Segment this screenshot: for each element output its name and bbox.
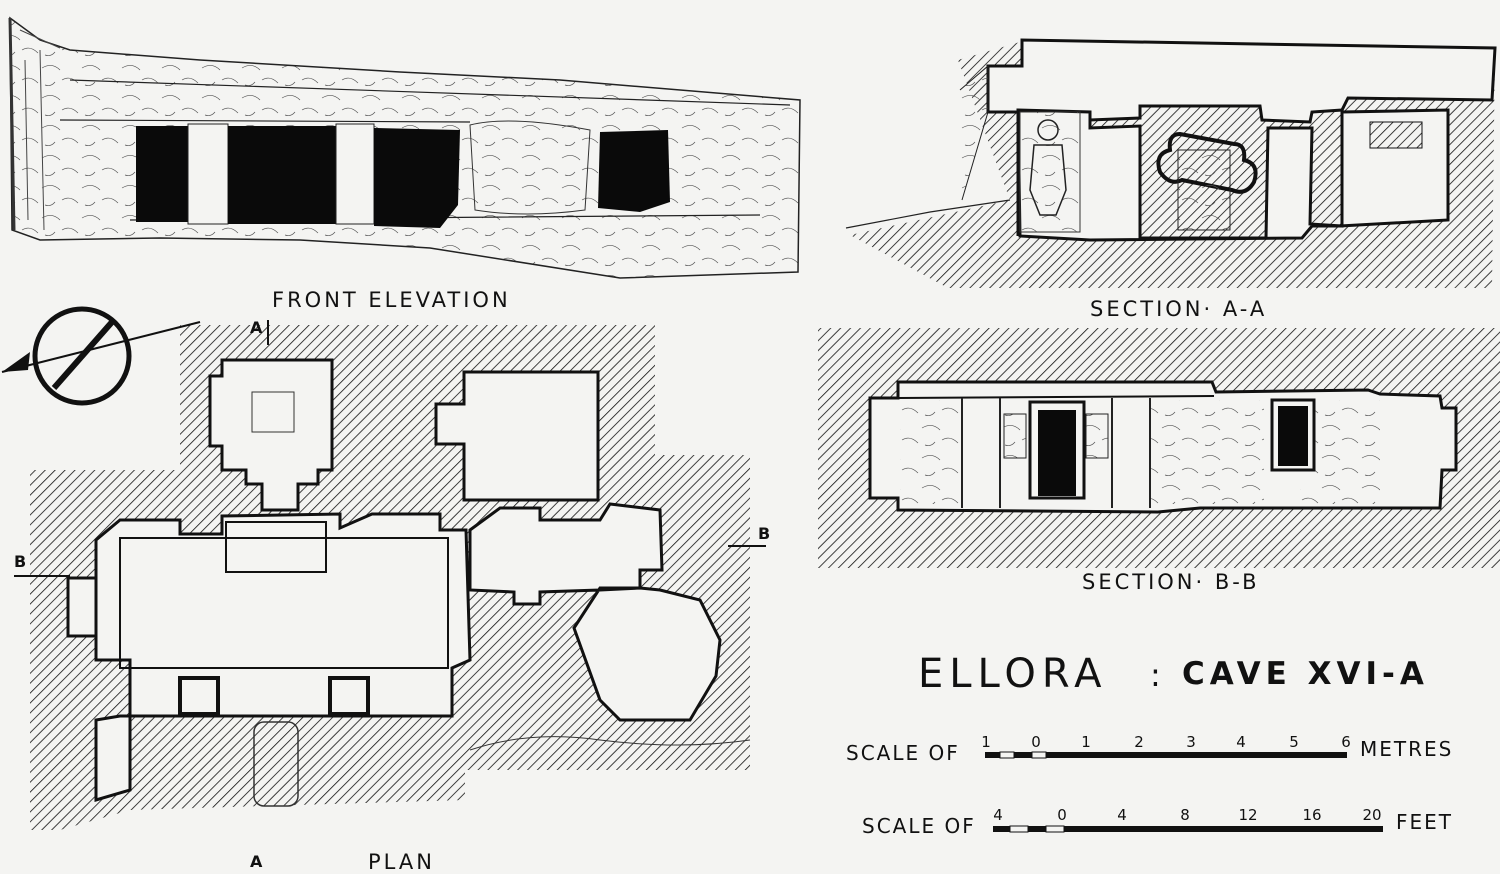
section-bb-label: SECTION· B-B xyxy=(1082,570,1260,594)
plan-drawing xyxy=(14,320,766,830)
guardian-figure-icon xyxy=(1037,119,1059,141)
section-bb-drawing xyxy=(818,328,1500,568)
plan-pillar-1 xyxy=(178,676,220,716)
elevation-opening-2 xyxy=(228,126,336,224)
scale-feet-tick: 12 xyxy=(1238,806,1258,824)
front-elevation-drawing xyxy=(8,16,801,279)
scale-metres-suffix: METRES xyxy=(1360,737,1454,761)
scale-metres-prefix: SCALE OF xyxy=(846,741,960,765)
scale-feet-tick: 4 xyxy=(993,806,1003,824)
scale-feet-tick: 16 xyxy=(1302,806,1322,824)
scale-bar-metres xyxy=(985,751,1347,759)
section-aa-drawing xyxy=(845,38,1497,288)
scale-metres-tick: 2 xyxy=(1134,733,1144,751)
scale-metres-tick: 3 xyxy=(1186,733,1196,751)
title-main: ELLORA xyxy=(918,651,1108,697)
scale-metres-tick: 5 xyxy=(1289,733,1299,751)
north-arrow-icon xyxy=(1,306,201,406)
elevation-opening-4 xyxy=(598,130,670,212)
torana-arch-icon xyxy=(1156,131,1258,194)
elevation-opening-1 xyxy=(136,126,188,222)
plan-pillar-2 xyxy=(328,676,370,716)
scale-metres-tick: 1 xyxy=(981,733,991,751)
scale-feet-tick: 4 xyxy=(1117,806,1127,824)
plan-label: PLAN xyxy=(368,850,435,874)
scale-metres-tick: 6 xyxy=(1341,733,1351,751)
section-mark-b-left: B xyxy=(14,552,27,571)
scale-metres-tick: 4 xyxy=(1236,733,1246,751)
section-aa-label: SECTION· A-A xyxy=(1090,297,1268,321)
scale-feet-tick: 8 xyxy=(1180,806,1190,824)
scale-feet-tick: 0 xyxy=(1057,806,1067,824)
scale-feet-suffix: FEET xyxy=(1396,810,1453,834)
section-mark-a-bottom: A xyxy=(250,852,263,871)
elevation-opening-3 xyxy=(374,128,460,228)
scale-bar-feet xyxy=(993,825,1383,833)
scale-metres-tick: 0 xyxy=(1031,733,1041,751)
title-colon: : xyxy=(1150,656,1161,694)
section-mark-a-top: A xyxy=(250,318,263,337)
scale-metres-tick: 1 xyxy=(1081,733,1091,751)
section-mark-b-right: B xyxy=(758,524,771,543)
title-subtitle: CAVE XVI-A xyxy=(1182,656,1429,692)
scale-feet-tick: 20 xyxy=(1362,806,1382,824)
front-elevation-label: FRONT ELEVATION xyxy=(272,288,511,312)
scale-feet-prefix: SCALE OF xyxy=(862,814,976,838)
